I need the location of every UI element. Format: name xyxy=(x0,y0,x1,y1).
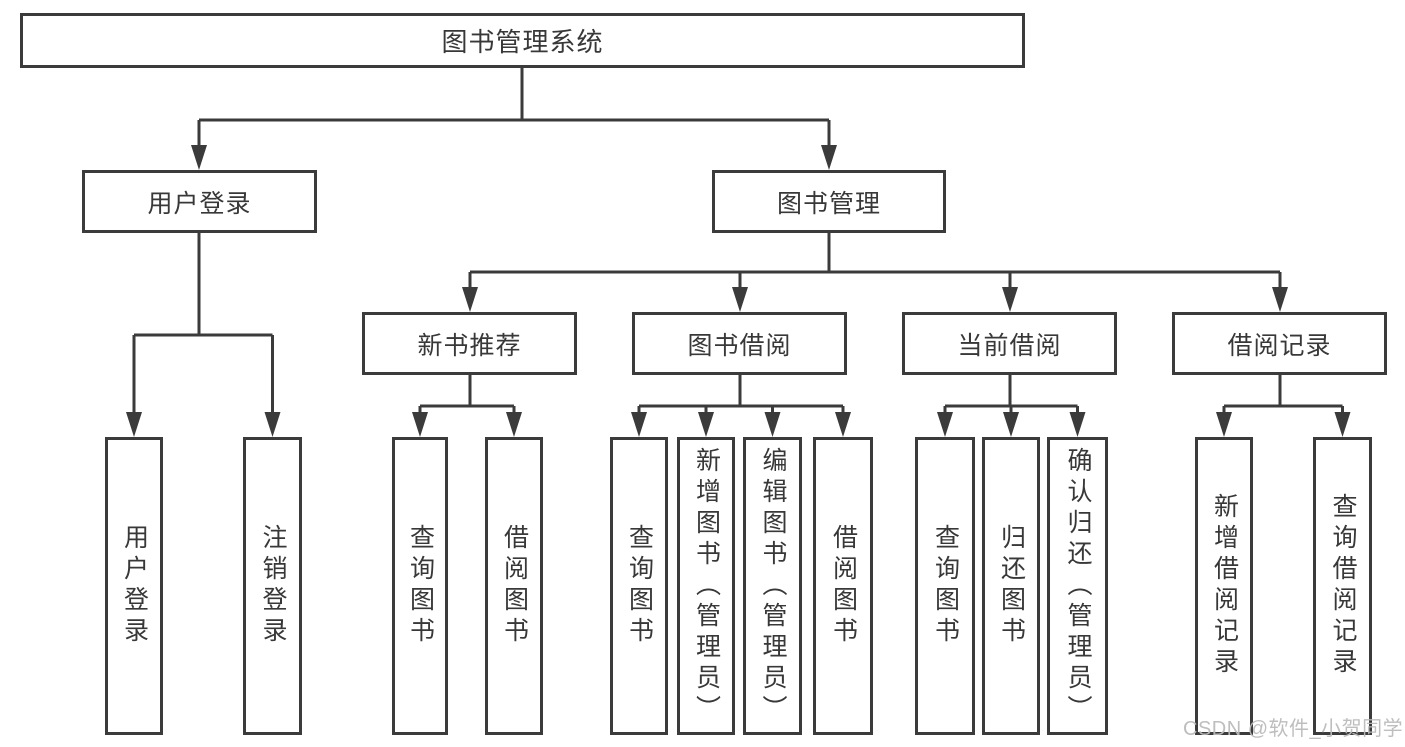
leaf-node-query-borrow-record-label: 查询借阅记录 xyxy=(1329,493,1357,679)
leaf-node-edit-books-admin: 编辑图书（管理员） xyxy=(743,437,802,735)
node-book-borrow: 图书借阅 xyxy=(632,312,847,375)
root-node: 图书管理系统 xyxy=(20,13,1025,68)
leaf-node-add-books-admin: 新增图书（管理员） xyxy=(677,437,735,735)
leaf-node-return-books-label: 归还图书 xyxy=(997,524,1026,648)
leaf-node-add-borrow-record-label: 新增借阅记录 xyxy=(1210,493,1239,679)
leaf-node-query-books-current-label: 查询图书 xyxy=(931,524,960,648)
leaf-node-borrow-books-recommend: 借阅图书 xyxy=(485,437,543,735)
leaf-node-query-books-recommend: 查询图书 xyxy=(392,437,448,735)
leaf-node-confirm-return-admin: 确认归还（管理员） xyxy=(1047,437,1108,735)
leaf-node-return-books: 归还图书 xyxy=(982,437,1040,735)
leaf-node-query-books-borrow-label: 查询图书 xyxy=(625,524,654,648)
node-current-borrow: 当前借阅 xyxy=(902,312,1117,375)
leaf-node-borrow-books: 借阅图书 xyxy=(813,437,873,735)
leaf-node-query-books-current: 查询图书 xyxy=(915,437,975,735)
node-new-book-recommend-label: 新书推荐 xyxy=(417,331,522,360)
root-node-label: 图书管理系统 xyxy=(441,27,604,57)
leaf-node-logout-label: 注销登录 xyxy=(259,524,287,648)
node-book-management-label: 图书管理 xyxy=(776,189,881,218)
leaf-node-query-books-recommend-label: 查询图书 xyxy=(406,524,435,648)
leaf-node-query-borrow-record: 查询借阅记录 xyxy=(1313,437,1372,735)
leaf-node-user-login: 用户登录 xyxy=(105,437,163,735)
leaf-node-edit-books-admin-label: 编辑图书（管理员） xyxy=(759,446,787,726)
node-user-login-label: 用户登录 xyxy=(147,189,252,218)
leaf-node-confirm-return-admin-label: 确认归还（管理员） xyxy=(1064,446,1092,726)
node-borrow-records-label: 借阅记录 xyxy=(1227,331,1332,360)
leaf-node-add-books-admin-label: 新增图书（管理员） xyxy=(692,446,721,726)
leaf-node-user-login-label: 用户登录 xyxy=(120,524,149,648)
node-current-borrow-label: 当前借阅 xyxy=(957,331,1062,360)
node-book-borrow-label: 图书借阅 xyxy=(687,331,792,360)
node-new-book-recommend: 新书推荐 xyxy=(362,312,577,375)
csdn-watermark: CSDN @软件_小贺同学 xyxy=(1183,718,1404,740)
node-book-management: 图书管理 xyxy=(712,170,946,233)
leaf-node-add-borrow-record: 新增借阅记录 xyxy=(1195,437,1253,735)
leaf-node-logout: 注销登录 xyxy=(243,437,302,735)
node-user-login: 用户登录 xyxy=(82,170,317,233)
node-borrow-records: 借阅记录 xyxy=(1172,312,1387,375)
leaf-node-borrow-books-recommend-label: 借阅图书 xyxy=(500,524,529,648)
leaf-node-borrow-books-label: 借阅图书 xyxy=(829,524,858,648)
leaf-node-query-books-borrow: 查询图书 xyxy=(610,437,668,735)
